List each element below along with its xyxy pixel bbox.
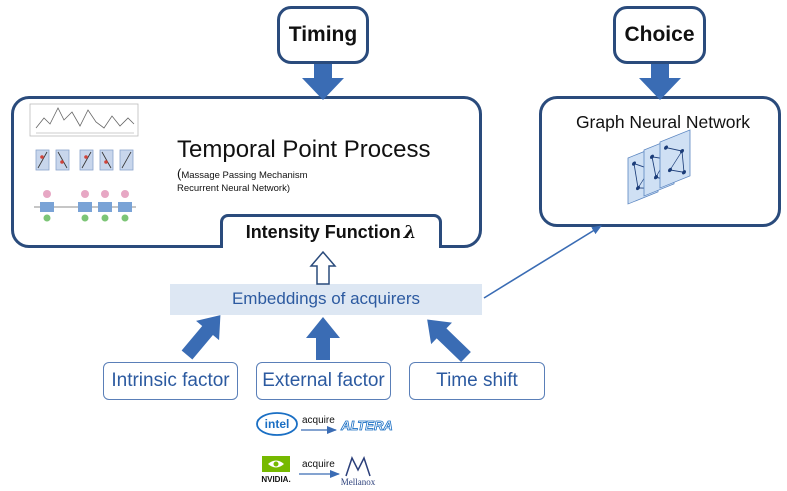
external-factor-box: External factor (256, 362, 391, 400)
embeddings-label: Embeddings of acquirers (231, 289, 421, 308)
gnn-title: Graph Neural Network (575, 112, 751, 132)
altera-logo: ALTERA (340, 418, 393, 433)
embeddings-to-intensity-arrow (309, 250, 337, 285)
nvidia-logo-text: NVIDIA. (261, 475, 290, 484)
nvidia-logo: NVIDIA. (261, 456, 291, 484)
tpp-subtitle-line2: Recurrent Neural Network) (177, 183, 290, 194)
timing-label: Timing (288, 23, 358, 46)
choice-label: Choice (624, 23, 695, 46)
time-shift-box: Time shift (409, 362, 545, 400)
embeddings-to-gnn-arrow (483, 225, 602, 299)
lambda-symbol: λ (403, 222, 417, 243)
intensity-chart-thumbnail (29, 103, 139, 137)
tpp-title: Temporal Point Process (177, 136, 431, 163)
time-shift-label: Time shift (436, 370, 518, 391)
external-factor-label: External factor (262, 370, 385, 391)
timing-to-tpp-arrow (302, 64, 344, 100)
external-to-embeddings-arrow (306, 317, 340, 360)
tpp-subtitle: (Massage Passing Mechanism Recurrent Neu… (177, 167, 308, 195)
timeshift-to-embeddings-arrow (427, 319, 471, 363)
tpp-subtitle-paren: ( (177, 166, 182, 181)
rnn-thumbnail (34, 190, 136, 222)
mellanox-logo-text: Mellanox (341, 477, 376, 487)
tpp-subtitle-line1: Massage Passing Mechanism (181, 170, 308, 181)
intrinsic-to-embeddings-arrow (181, 315, 221, 360)
acquire-label-2: acquire (302, 459, 335, 470)
choice-box: Choice (613, 6, 706, 64)
embeddings-bar (170, 284, 482, 315)
timing-box: Timing (277, 6, 369, 64)
message-passing-thumbnail (35, 149, 134, 171)
intel-logo-text: intel (265, 417, 290, 431)
acquire-label-1: acquire (302, 415, 335, 426)
mellanox-logo: Mellanox (341, 456, 376, 487)
intrinsic-factor-label: Intrinsic factor (111, 370, 230, 391)
choice-to-gnn-arrow (639, 64, 681, 100)
intel-logo: intel (256, 412, 298, 436)
gnn-graph-layers (627, 129, 691, 205)
intrinsic-factor-box: Intrinsic factor (103, 362, 238, 400)
intensity-function-label: Intensity Function (245, 222, 401, 242)
